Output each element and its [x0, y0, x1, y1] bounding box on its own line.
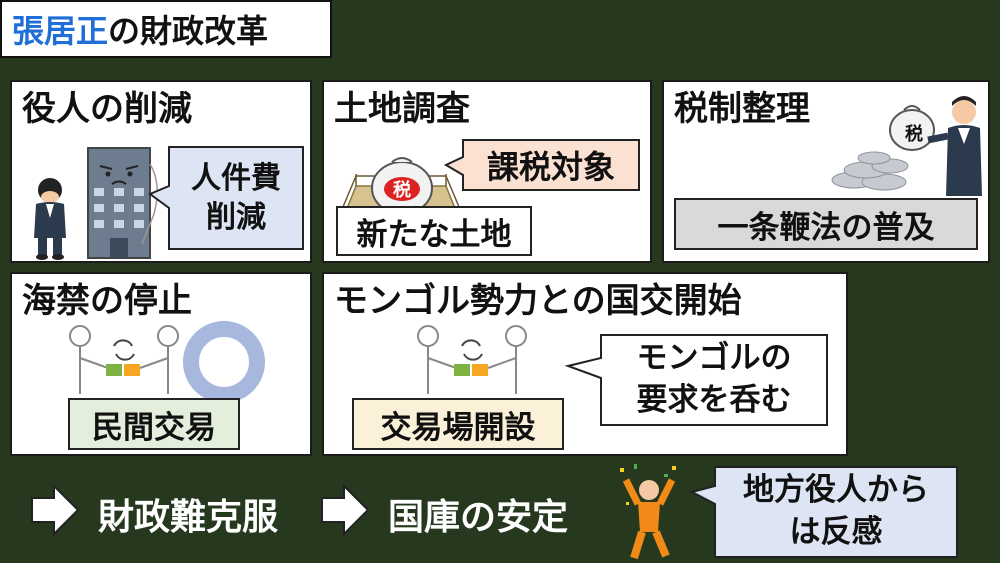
panel-title: 税制整理: [674, 89, 810, 129]
panel-land-survey: 土地調査 税 課税対象 新たな土地: [322, 80, 652, 263]
label-private-trade: 民間交易: [68, 398, 240, 450]
callout-text: 課税対象: [486, 148, 615, 186]
panel-official-reduction: 役人の削減 人件費 削減: [10, 80, 312, 263]
callout-line: 削減: [206, 200, 266, 235]
panel-title: 海禁の停止: [22, 281, 192, 321]
sad-worker-illustration: [34, 178, 66, 260]
exchange-icon: [69, 325, 179, 394]
callout-mongol-demands: モンゴルの 要求を呑む: [564, 334, 828, 426]
label-new-land: 新たな土地: [336, 206, 532, 256]
panel-title: 役人の削減: [22, 89, 192, 129]
callout-line: 要求を呑む: [636, 382, 792, 418]
title-highlight: 張居正: [12, 12, 109, 50]
page-title: 張居正 の財政改革: [0, 0, 332, 58]
circle-mark-icon: [183, 321, 265, 403]
arrow-right-icon: [321, 484, 370, 536]
title-rest: の財政改革: [108, 12, 269, 50]
panel-tax-reform: 税制整理 税 一条鞭法の普及: [662, 80, 990, 263]
coins-and-official-illustration: [831, 96, 982, 196]
callout-taxation-target: 課税対象: [443, 139, 640, 191]
arrow-right-icon: [31, 484, 80, 536]
callout-line: 人件費: [191, 161, 281, 196]
tax-bag-label: 税: [905, 124, 923, 145]
flow-step-fiscal-recovery: 財政難克服: [98, 497, 279, 538]
panel-mongol-relations: モンゴル勢力との国交開始 交易場開設 モンゴルの 要求を呑む: [322, 272, 848, 456]
callout-line: は反感: [789, 514, 883, 550]
cheering-person-illustration: [620, 464, 676, 560]
panel-maritime-ban-lift: 海禁の停止 民間交易: [10, 272, 312, 456]
callout-labor-cost: 人件費 削減: [147, 146, 304, 250]
callout-line: 地方役人から: [743, 472, 929, 509]
sad-building-illustration: [87, 147, 158, 259]
panel-title: 土地調査: [334, 89, 470, 129]
tax-bag-label: 税: [393, 180, 411, 201]
callout-line: モンゴルの: [636, 340, 792, 377]
label-single-whip-method: 一条鞭法の普及: [674, 198, 978, 250]
flow-step-treasury-stable: 国庫の安定: [388, 497, 569, 538]
label-trade-market: 交易場開設: [352, 398, 564, 450]
panel-title: モンゴル勢力との国交開始: [334, 281, 742, 321]
exchange-icon: [417, 325, 527, 394]
callout-local-officials-resentment: 地方役人から は反感: [689, 466, 958, 558]
